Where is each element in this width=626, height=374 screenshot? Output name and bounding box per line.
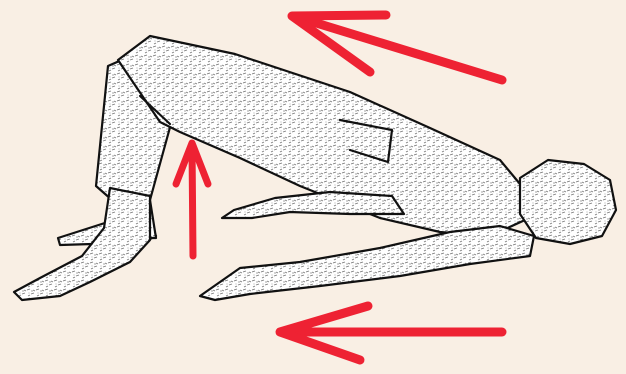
left-arm — [222, 192, 404, 218]
bottom-arrow-icon — [280, 306, 502, 360]
top-arrow-icon — [292, 15, 502, 80]
right-arm — [200, 226, 534, 300]
person-figure — [14, 36, 616, 300]
head — [520, 160, 616, 244]
vertical-arrow-icon — [176, 143, 208, 256]
